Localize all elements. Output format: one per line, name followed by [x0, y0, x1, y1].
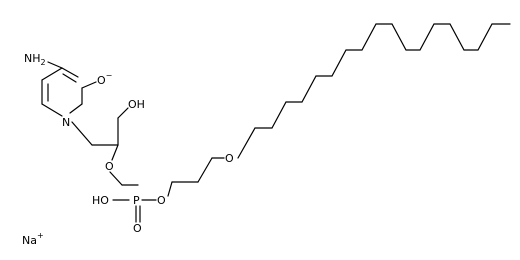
- bond-o-ch2: [109, 171, 123, 186]
- atom-labels: NH2 O− N OH O HO P O O O Na+: [22, 52, 234, 247]
- phosphonic-hydroxyl-label: HO: [92, 194, 109, 207]
- bond-c2-c3: [197, 157, 213, 183]
- hydroxyl-label: OH: [128, 98, 145, 111]
- sodium-ion-label: Na+: [22, 231, 44, 247]
- bond-c2-o: [81, 81, 97, 89]
- bond-hexadecyl-chain: [237, 23, 511, 159]
- bond-lines: [41, 23, 511, 223]
- ether-oxygen-2-label: O: [225, 152, 234, 165]
- bond-ch-o: [111, 144, 119, 161]
- phosphonyl-oxygen-label: O: [133, 222, 142, 235]
- bond-ch2-oh: [117, 107, 129, 119]
- bond-c6-n1: [41, 103, 63, 117]
- bond-o-c1: [167, 181, 173, 197]
- ring-nitrogen-label: N: [62, 116, 70, 129]
- bond-c4-nh2: [47, 61, 63, 69]
- ester-oxygen-label: O: [157, 194, 166, 207]
- phosphorus-label: P: [133, 194, 140, 207]
- bond-c2-n1: [69, 103, 83, 114]
- bond-n1-ch2: [71, 121, 93, 146]
- bond-c4-n3: [61, 67, 79, 78]
- bond-c4-n3-double: [62, 73, 77, 83]
- ether-oxygen-1-label: O: [105, 160, 114, 173]
- bond-c5-c4: [41, 67, 63, 81]
- oxide-label: O−: [97, 71, 112, 87]
- amine-label: NH2: [24, 52, 46, 67]
